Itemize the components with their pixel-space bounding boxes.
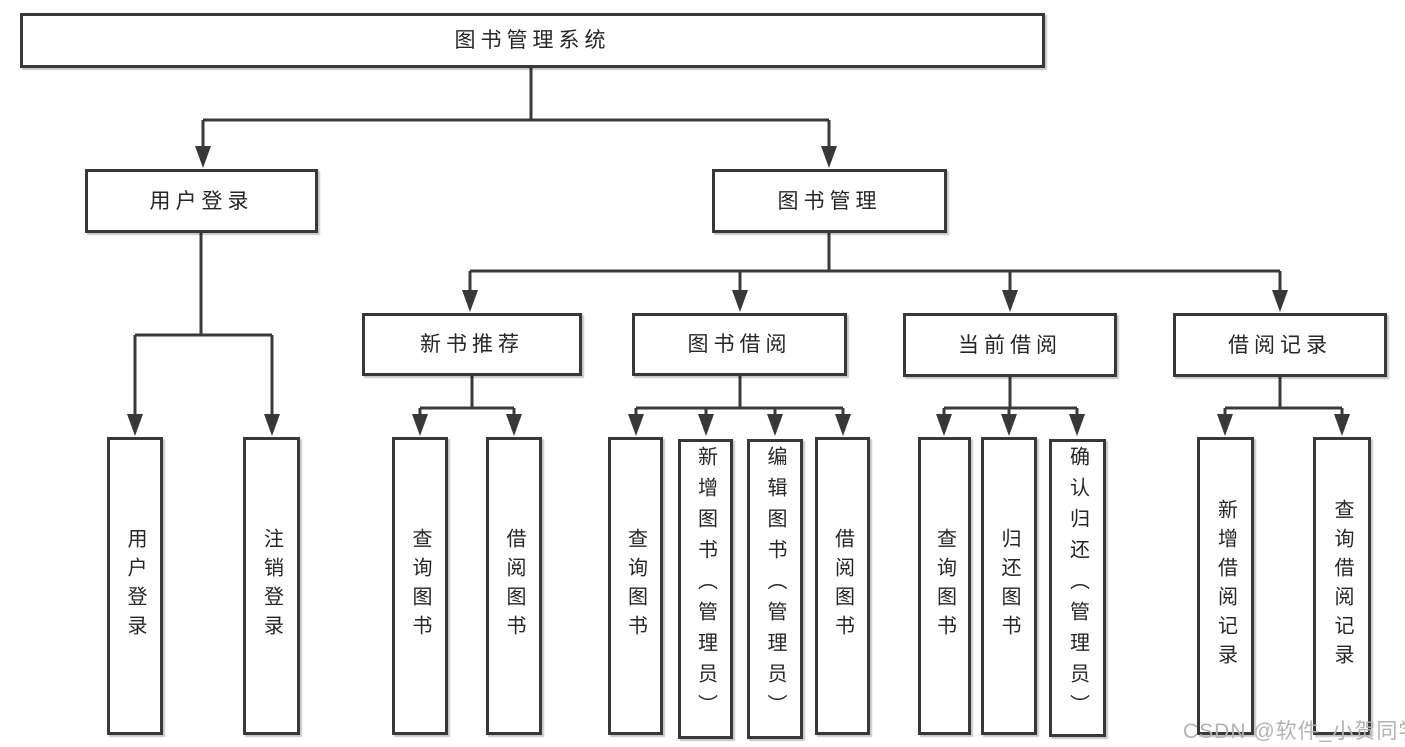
leaf-logout: 注销登录: [243, 437, 300, 735]
node-current-borrow-label: 当前借阅: [958, 333, 1062, 357]
leaf-query-borrow-record-label: 查询借阅记录: [1331, 499, 1353, 673]
root-connector: [201, 68, 831, 150]
leaf-add-borrow-record-label: 新增借阅记录: [1214, 499, 1237, 673]
node-book-borrow: 图书借阅: [632, 313, 847, 376]
leaf-add-book-admin: 新增图书（管理员）: [678, 439, 733, 739]
branch-user-login-label: 用户登录: [149, 189, 254, 213]
leaf-add-borrow-record: 新增借阅记录: [1197, 437, 1254, 735]
leaf-query-books-recommend: 查询图书: [392, 437, 448, 735]
leaf-add-book-admin-label: 新增图书（管理员）: [694, 446, 717, 725]
node-current-borrow: 当前借阅: [903, 313, 1117, 377]
leaf-query-books-current-label: 查询图书: [933, 528, 956, 644]
borrow-record-connector: [1223, 376, 1344, 418]
node-borrow-records: 借阅记录: [1173, 313, 1387, 377]
leaf-confirm-return-admin: 确认归还（管理员）: [1049, 439, 1106, 737]
arrowheads: [127, 146, 1350, 436]
root-node-label: 图书管理系统: [454, 29, 611, 52]
branch-user-login: 用户登录: [85, 169, 318, 233]
leaf-query-books-borrow: 查询图书: [608, 437, 663, 735]
current-borrow-connector: [942, 376, 1079, 418]
leaf-query-borrow-record: 查询借阅记录: [1313, 437, 1371, 735]
leaf-edit-book-admin: 编辑图书（管理员）: [747, 439, 803, 739]
leaf-borrow-books-recommend: 借阅图书: [486, 437, 542, 735]
node-new-book-recommend-label: 新书推荐: [420, 333, 524, 356]
leaf-logout-label: 注销登录: [260, 528, 283, 644]
leaf-return-books-label: 归还图书: [998, 528, 1020, 644]
watermark: CSDN @软件_小贺同学: [1183, 720, 1405, 743]
leaf-user-login-label: 用户登录: [124, 528, 146, 644]
node-new-book-recommend: 新书推荐: [362, 313, 582, 376]
leaf-query-books-recommend-label: 查询图书: [409, 528, 431, 644]
node-borrow-records-label: 借阅记录: [1228, 333, 1332, 357]
leaf-query-books-borrow-label: 查询图书: [624, 528, 647, 644]
leaf-borrow-books-recommend-label: 借阅图书: [503, 528, 525, 644]
branch-book-management-label: 图书管理: [777, 189, 882, 213]
leaf-return-books: 归还图书: [981, 437, 1037, 735]
book-management-connector: [468, 233, 1282, 294]
book-borrow-connector: [634, 376, 845, 418]
leaf-borrow-books-borrow: 借阅图书: [815, 437, 870, 735]
root-node: 图书管理系统: [20, 13, 1045, 68]
leaf-edit-book-admin-label: 编辑图书（管理员）: [764, 446, 786, 725]
branch-book-management: 图书管理: [712, 169, 947, 233]
new-book-connector: [418, 376, 516, 418]
leaf-confirm-return-admin-label: 确认归还（管理员）: [1066, 446, 1089, 725]
leaf-user-login: 用户登录: [107, 437, 163, 735]
user-login-connector: [133, 233, 274, 418]
leaf-borrow-books-borrow-label: 借阅图书: [831, 528, 854, 644]
leaf-query-books-current: 查询图书: [918, 437, 971, 735]
node-book-borrow-label: 图书借阅: [687, 333, 792, 356]
